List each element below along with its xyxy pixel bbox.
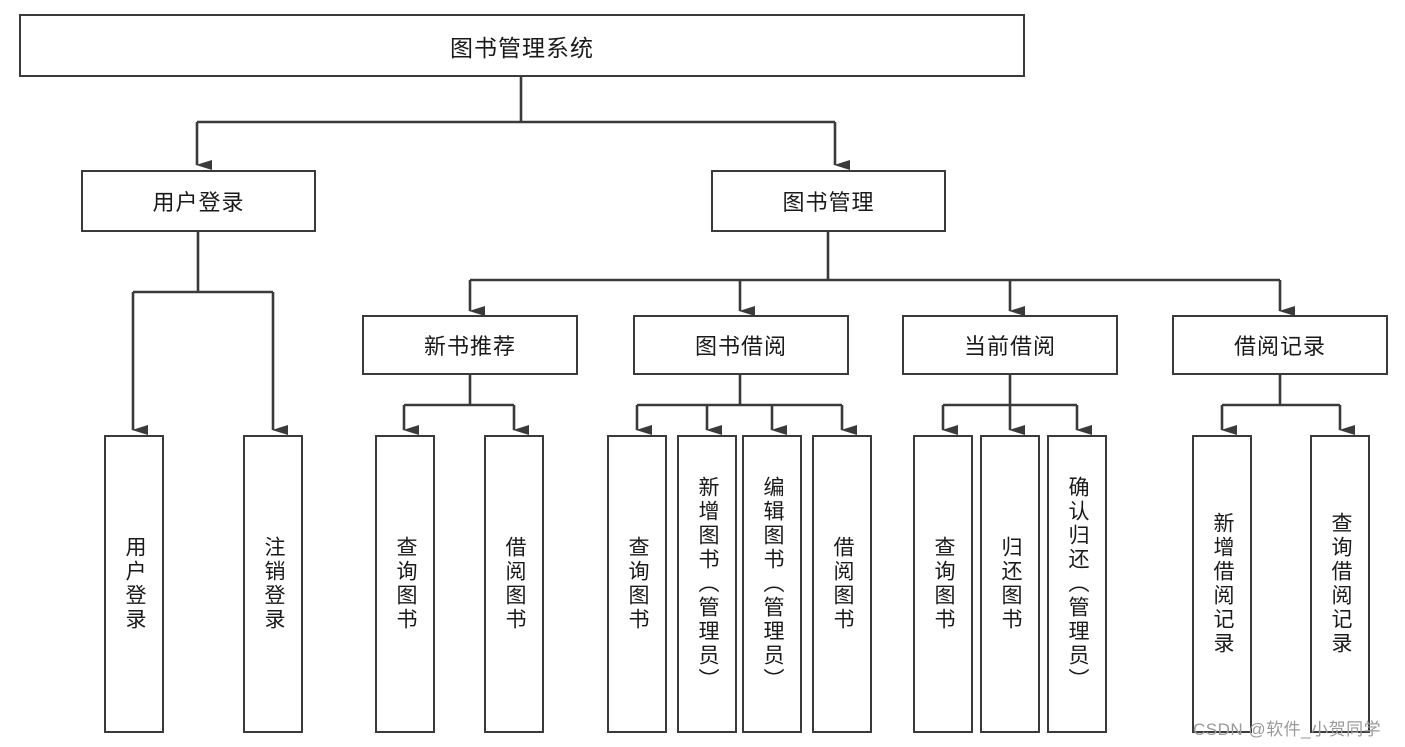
node-book-borrow[interactable]: 图书借阅: [633, 315, 849, 375]
leaf-book-borrow-borrow-book[interactable]: 借阅图书: [812, 435, 872, 733]
node-root-book-management-system[interactable]: 图书管理系统: [19, 14, 1025, 77]
leaf-current-borrow-query-book[interactable]: 查询图书: [913, 435, 973, 733]
node-book-management[interactable]: 图书管理: [711, 170, 946, 232]
node-label: 当前借阅: [963, 334, 1056, 359]
node-label: 用户登录: [123, 536, 147, 632]
node-label: 注销登录: [262, 536, 286, 632]
node-label: 新书推荐: [423, 334, 516, 359]
node-label: 用户登录: [152, 190, 245, 215]
node-label: 新增借阅记录: [1211, 512, 1235, 656]
node-label: 图书借阅: [694, 334, 787, 359]
node-borrow-record[interactable]: 借阅记录: [1172, 315, 1388, 375]
leaf-current-borrow-confirm-return-admin[interactable]: 确认归还（管理员）: [1047, 435, 1107, 733]
leaf-book-borrow-edit-book-admin[interactable]: 编辑图书（管理员）: [742, 435, 802, 733]
node-label: 查询图书: [626, 536, 650, 632]
node-label: 确认归还（管理员）: [1066, 476, 1090, 692]
node-label: 借阅图书: [831, 536, 855, 632]
leaf-book-borrow-query-book[interactable]: 查询图书: [607, 435, 667, 733]
leaf-user-login-logout[interactable]: 注销登录: [243, 435, 303, 733]
node-label: 新增图书（管理员）: [696, 476, 720, 692]
watermark-text: CSDN @软件_小贺同学: [1193, 720, 1382, 739]
node-label: 借阅记录: [1233, 334, 1326, 359]
leaf-user-login-login[interactable]: 用户登录: [104, 435, 164, 733]
node-label: 归还图书: [999, 536, 1023, 632]
leaf-new-book-borrow-book[interactable]: 借阅图书: [484, 435, 544, 733]
node-current-borrow[interactable]: 当前借阅: [902, 315, 1118, 375]
leaf-borrow-record-query-record[interactable]: 查询借阅记录: [1310, 435, 1370, 733]
node-label: 借阅图书: [503, 536, 527, 632]
node-label: 查询图书: [932, 536, 956, 632]
leaf-book-borrow-add-book-admin[interactable]: 新增图书（管理员）: [677, 435, 737, 733]
node-new-book-recommend[interactable]: 新书推荐: [362, 315, 578, 375]
leaf-borrow-record-add-record[interactable]: 新增借阅记录: [1192, 435, 1252, 733]
node-label: 查询图书: [394, 536, 418, 632]
node-user-login[interactable]: 用户登录: [81, 170, 316, 232]
leaf-new-book-query-book[interactable]: 查询图书: [375, 435, 435, 733]
node-label: 查询借阅记录: [1329, 512, 1353, 656]
node-label: 图书管理: [782, 190, 875, 215]
leaf-current-borrow-return-book[interactable]: 归还图书: [980, 435, 1040, 733]
node-label: 编辑图书（管理员）: [761, 476, 785, 692]
node-label: 图书管理系统: [450, 34, 594, 61]
